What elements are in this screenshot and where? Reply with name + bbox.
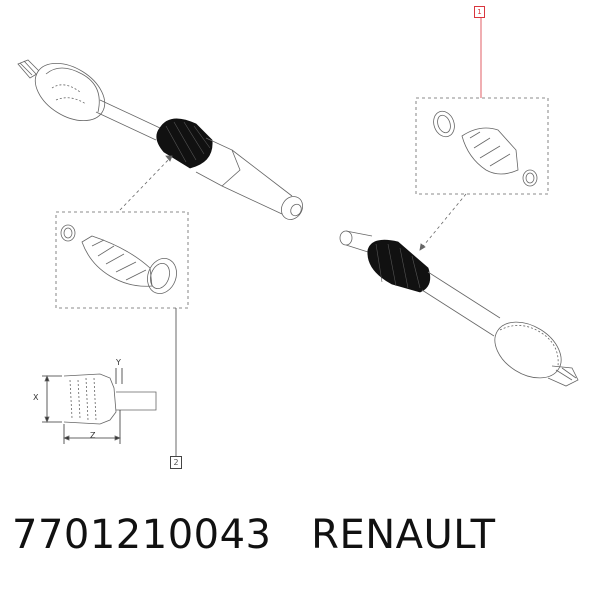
caption: 7701210043 RENAULT [12, 512, 496, 558]
right-drive-shaft [339, 230, 579, 387]
dimension-z-label: Z [90, 431, 96, 440]
brand-name: RENAULT [311, 512, 496, 558]
upper-left-drive-shaft [17, 59, 303, 220]
right-kit-box [415, 97, 549, 195]
part-number: 7701210043 [12, 512, 272, 558]
caption-gap [272, 512, 312, 558]
dimension-x-label: X [33, 393, 39, 402]
dimension-drawing [42, 368, 157, 444]
inner-boot-black [156, 118, 213, 169]
callout-2[interactable]: 2 [170, 456, 182, 469]
left-kit-box [55, 211, 189, 309]
callout-1[interactable]: 1 [474, 6, 485, 18]
dimension-y-label: Y [116, 358, 121, 367]
outer-boot-black [367, 239, 431, 293]
exploded-diagram [17, 17, 579, 456]
